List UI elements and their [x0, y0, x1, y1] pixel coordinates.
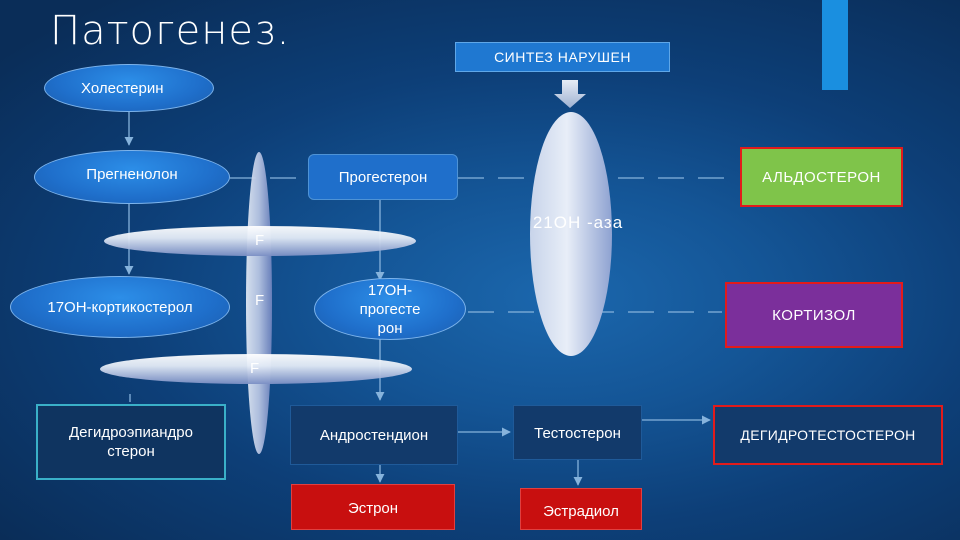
- node-pregnenolone: Прегненолон: [34, 150, 230, 204]
- node-corticosterol: 17ОН-кортикостерол: [10, 276, 230, 338]
- ohprog-label: 17ОН-прогесте рон: [359, 281, 421, 337]
- enzyme-label: 21ОН -аза: [532, 213, 624, 232]
- page-title: Патогенез.: [50, 8, 291, 54]
- f-label-middle: F: [255, 292, 265, 309]
- corticosterol-label: 17ОН-кортикостерол: [47, 298, 193, 316]
- node-dihydrotestosterone: ДЕГИДРОТЕСТОСТЕРОН: [713, 405, 943, 465]
- node-progesterone: Прогестерон: [308, 154, 458, 200]
- node-estradiol: Эстрадиол: [520, 488, 642, 530]
- accent-bar: [822, 0, 848, 90]
- banner-synthesis-impaired: СИНТЕЗ НАРУШЕН: [455, 42, 670, 72]
- node-testosterone: Тестостерон: [513, 405, 642, 460]
- f-lens-vertical: [246, 152, 272, 454]
- node-cholesterol: Холестерин: [44, 64, 214, 112]
- node-17oh-progesterone: 17ОН-прогесте рон: [314, 278, 466, 340]
- node-aldosterone: АЛЬДОСТЕРОН: [740, 147, 903, 207]
- banner-down-arrow: [554, 80, 586, 108]
- node-estrone: Эстрон: [291, 484, 455, 530]
- node-androstenedione: Андростендион: [290, 405, 458, 465]
- f-label-lower: F: [250, 360, 260, 377]
- node-cortisol: КОРТИЗОЛ: [725, 282, 903, 348]
- f-lens-horizontal-lower: [100, 354, 412, 384]
- f-lens-horizontal-upper: [104, 226, 416, 256]
- enzyme-21oh-block: [530, 112, 612, 356]
- f-label-upper: F: [255, 232, 265, 249]
- node-dhea: Дегидроэпиандро стерон: [36, 404, 226, 480]
